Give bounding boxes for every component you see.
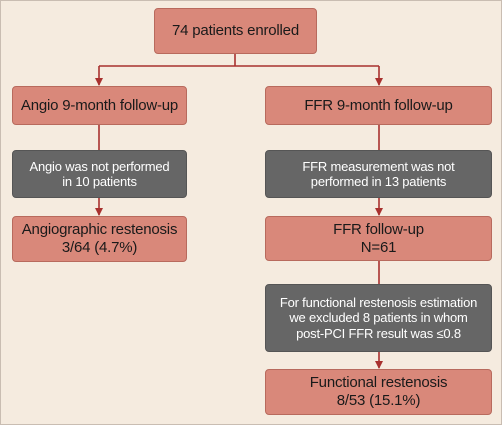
angio-not-performed-line-2: in 10 patients bbox=[62, 174, 137, 189]
enrolled-line-1: 74 patients enrolled bbox=[172, 22, 299, 40]
ffr-not-performed-box: FFR measurement was not performed in 13 … bbox=[265, 150, 492, 198]
angio-not-performed-line-1: Angio was not performed bbox=[29, 158, 170, 174]
ffr-not-performed-line-2: performed in 13 patients bbox=[310, 174, 447, 189]
functional-exclusion-line-3: post-PCI FFR result was ≤0.8 bbox=[296, 325, 461, 341]
angio-restenosis-line-2: 3/64 (4.7%) bbox=[61, 239, 138, 256]
ffr-followup-n-line-1: FFR follow-up bbox=[333, 220, 424, 238]
angio-followup-box: Angio 9-month follow-up bbox=[12, 86, 187, 125]
functional-restenosis-line-1: Functional restenosis bbox=[309, 374, 448, 392]
ffr-not-performed-line-1: FFR measurement was not bbox=[302, 158, 455, 174]
angio-restenosis-line-1: Angiographic restenosis bbox=[21, 221, 178, 239]
ffr-followup-header-line-1: FFR 9-month follow-up bbox=[304, 96, 453, 114]
ffr-followup-header-box: FFR 9-month follow-up bbox=[265, 86, 492, 125]
functional-restenosis-box: Functional restenosis 8/53 (15.1%) bbox=[265, 369, 492, 415]
functional-restenosis-line-2: 8/53 (15.1%) bbox=[336, 392, 421, 409]
functional-exclusion-line-2: we excluded 8 patients in whom bbox=[289, 310, 468, 326]
functional-exclusion-box: For functional restenosis estimation we … bbox=[265, 284, 492, 352]
angio-restenosis-box: Angiographic restenosis 3/64 (4.7%) bbox=[12, 216, 187, 262]
angio-followup-line-1: Angio 9-month follow-up bbox=[20, 96, 179, 114]
functional-exclusion-line-1: For functional restenosis estimation bbox=[279, 295, 478, 310]
angio-not-performed-box: Angio was not performed in 10 patients bbox=[12, 150, 187, 198]
ffr-followup-n-box: FFR follow-up N=61 bbox=[265, 216, 492, 261]
ffr-followup-n-line-2: N=61 bbox=[360, 238, 397, 256]
enrolled-box: 74 patients enrolled bbox=[154, 8, 317, 54]
